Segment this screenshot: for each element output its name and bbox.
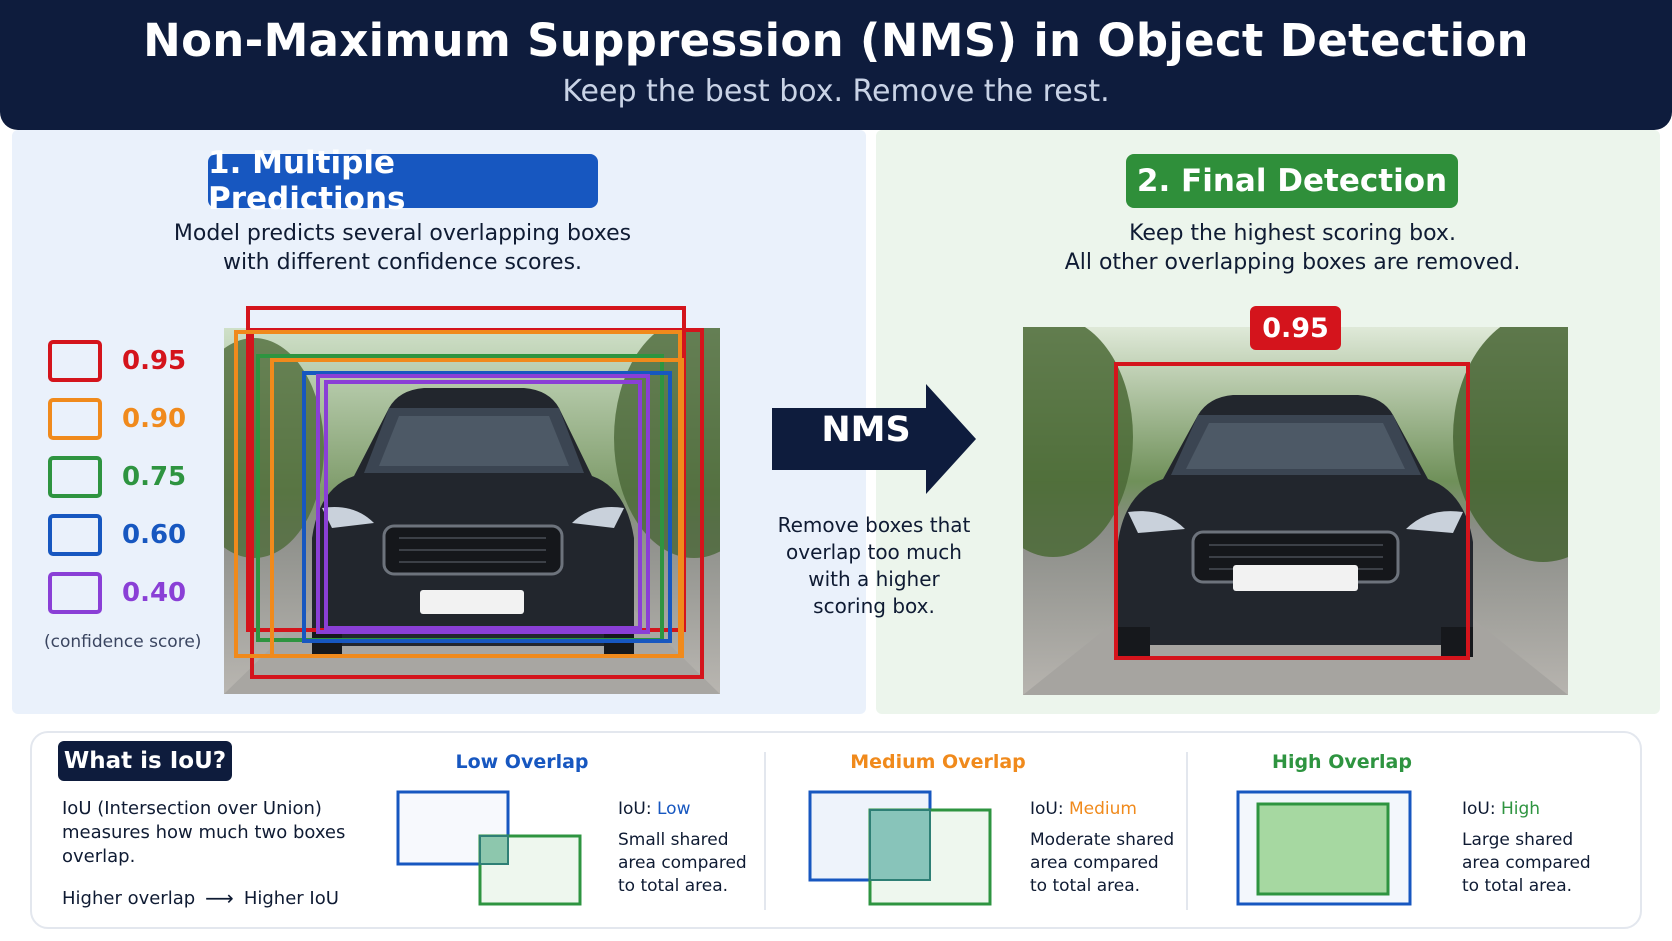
overlap-text-high: IoU: High Large shared area compared to … (1462, 798, 1612, 898)
section-divider (764, 752, 766, 910)
legend-score: 0.75 (122, 462, 187, 492)
iou-value-medium: Medium (1069, 799, 1137, 819)
overlap-heading-low: Low Overlap (455, 751, 589, 773)
overlap-heading-medium: Medium Overlap (850, 751, 1026, 773)
high-overlap-diagram (1236, 790, 1412, 906)
iou-desc-line2: measures how much two boxes (62, 822, 346, 843)
overlap-text-medium: IoU: Medium Moderate shared area compare… (1030, 798, 1180, 898)
iou-prefix: IoU: (1462, 799, 1496, 819)
iou-value-high: High (1501, 799, 1541, 819)
step1-desc-line2: with different confidence scores. (222, 250, 583, 275)
page-title: Non-Maximum Suppression (NMS) in Object … (143, 14, 1529, 67)
legend-item: 0.95 (48, 340, 186, 382)
legend-score: 0.95 (122, 346, 187, 376)
step2-badge: 2. Final Detection (1126, 154, 1458, 208)
prediction-box-0.40-inner (324, 380, 642, 630)
legend-score: 0.90 (122, 404, 187, 434)
nms-label: NMS (821, 410, 911, 450)
legend-score: 0.60 (122, 520, 187, 550)
overlap-text-line: Large shared (1462, 830, 1574, 850)
nms-desc-line: with a higher (808, 567, 940, 591)
nms-desc-line: overlap too much (786, 540, 962, 564)
legend-swatch (48, 514, 102, 556)
legend-item: 0.60 (48, 514, 186, 556)
prediction-box-0.60 (302, 371, 672, 643)
car-image-final (1023, 327, 1568, 695)
legend-swatch (48, 572, 102, 614)
overlap-text-line: area compared (1030, 853, 1159, 873)
legend-item: 0.90 (48, 398, 186, 440)
iou-prefix: IoU: (618, 799, 652, 819)
low-overlap-diagram (396, 790, 582, 906)
prediction-box-0.40 (316, 374, 650, 634)
legend-score: 0.40 (122, 578, 187, 608)
section-divider (1186, 752, 1188, 910)
nms-desc-line: Remove boxes that (777, 513, 971, 537)
overlap-text-low: IoU: Low Small shared area compared to t… (618, 798, 768, 898)
nms-arrow-icon (772, 384, 976, 494)
step2-desc-line2: All other overlapping boxes are removed. (1064, 250, 1521, 275)
overlap-text-line: area compared (618, 853, 747, 873)
trend-left-label: Higher overlap (62, 887, 196, 909)
iou-value-low: Low (657, 799, 691, 819)
nms-description: Remove boxes that overlap too much with … (772, 512, 976, 620)
header-banner: Non-Maximum Suppression (NMS) in Object … (0, 0, 1672, 130)
iou-title-badge: What is IoU? (58, 741, 232, 781)
step1-description: Model predicts several overlapping boxes… (160, 219, 645, 277)
overlap-text-line: to total area. (618, 876, 729, 896)
step2-desc-line1: Keep the highest scoring box. (1129, 221, 1456, 246)
final-score-badge: 0.95 (1250, 306, 1341, 350)
legend-swatch (48, 456, 102, 498)
step2-description: Keep the highest scoring box. All other … (1050, 219, 1535, 277)
legend-item: 0.75 (48, 456, 186, 498)
overlap-heading-high: High Overlap (1272, 751, 1412, 773)
legend-item: 0.40 (48, 572, 186, 614)
overlap-text-line: to total area. (1030, 876, 1141, 896)
car-photo-final (1023, 327, 1568, 695)
legend-swatch (48, 398, 102, 440)
legend-note: (confidence score) (44, 632, 202, 652)
iou-prefix: IoU: (1030, 799, 1064, 819)
step1-desc-line1: Model predicts several overlapping boxes (173, 221, 632, 246)
right-arrow-icon: ⟶ (205, 886, 234, 910)
iou-desc-line3: overlap. (62, 846, 136, 867)
overlap-text-line: area compared (1462, 853, 1591, 873)
overlap-text-line: to total area. (1462, 876, 1573, 896)
final-detection-box (1114, 362, 1470, 660)
prediction-box-0.90-inner (270, 358, 684, 658)
iou-desc-line1: IoU (Intersection over Union) (62, 798, 322, 819)
legend-swatch (48, 340, 102, 382)
nms-desc-line: scoring box. (813, 594, 935, 618)
iou-description: IoU (Intersection over Union) measures h… (62, 797, 362, 869)
step1-badge: 1. Multiple Predictions (208, 145, 598, 217)
overlap-text-line: Moderate shared (1030, 830, 1175, 850)
trend-right-label: Higher IoU (243, 887, 339, 909)
page-subtitle: Keep the best box. Remove the rest. (562, 74, 1110, 109)
iou-trend: Higher overlap ⟶ Higher IoU (62, 886, 339, 910)
medium-overlap-diagram (808, 790, 992, 906)
overlap-text-line: Small shared (618, 830, 729, 850)
